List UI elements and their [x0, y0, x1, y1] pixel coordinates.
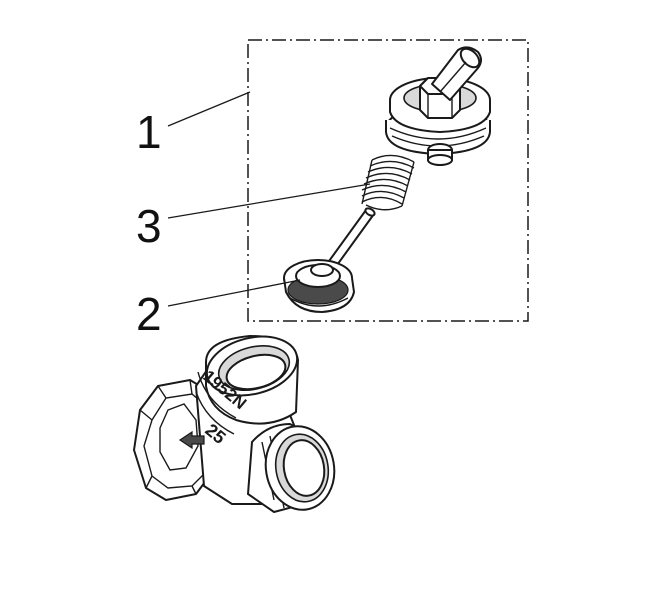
callout-3: 3: [136, 200, 162, 252]
callout-2: 2: [136, 288, 162, 340]
kit-boundary-frame: [247, 39, 529, 322]
leader-line-3: [167, 183, 371, 219]
spring: [361, 154, 415, 211]
valve-disc: [283, 207, 376, 313]
valve-head-assembly: [385, 46, 491, 166]
leader-line-1: [167, 91, 251, 127]
callout-1: 1: [136, 106, 162, 158]
valve-body: [133, 335, 336, 513]
leader-line-2: [167, 279, 301, 307]
